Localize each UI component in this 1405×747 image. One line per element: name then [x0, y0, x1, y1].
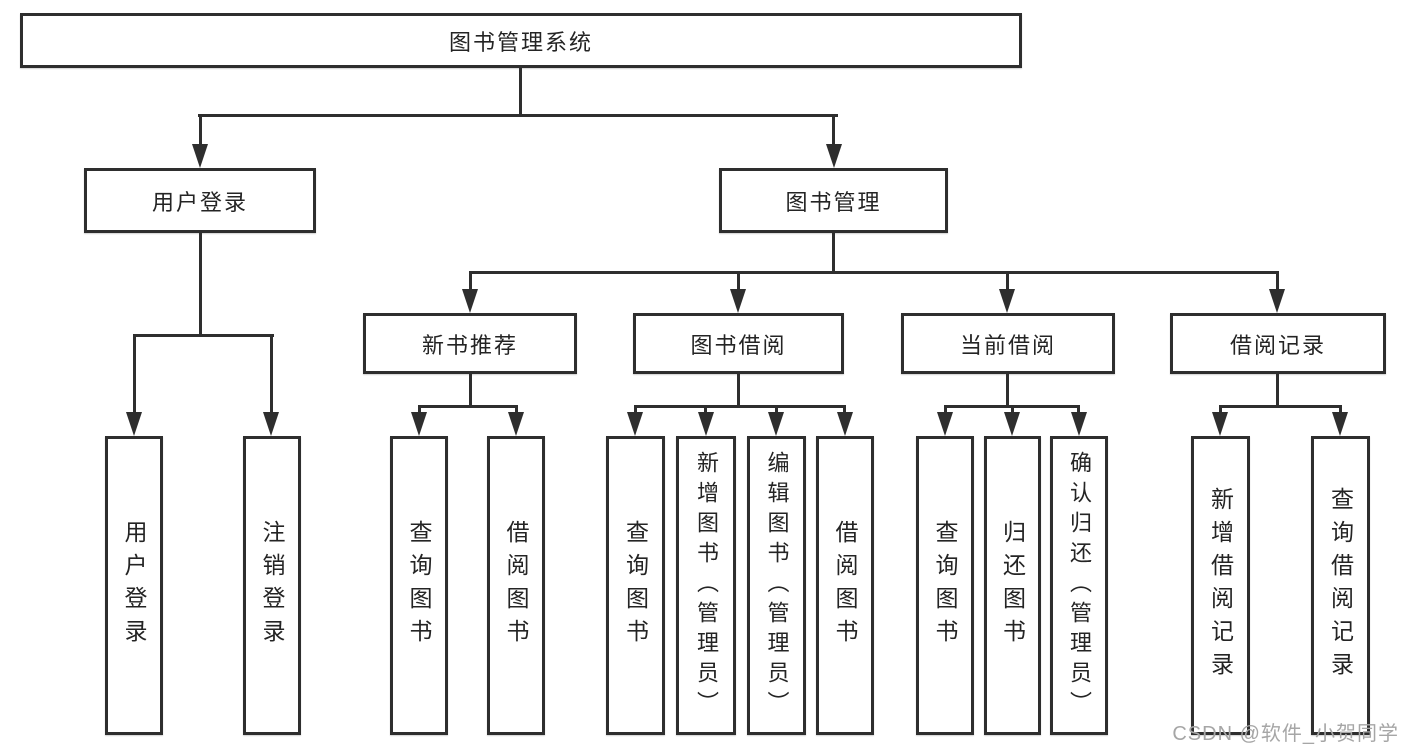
- node-edit-book-admin: 编辑图书（管理员）: [747, 436, 806, 735]
- arrowhead-icon: [1332, 412, 1348, 436]
- connector-drop-logout-leaf: [270, 334, 273, 412]
- arrowhead-icon: [411, 412, 427, 436]
- arrowhead-icon: [627, 412, 643, 436]
- connector-drop: [704, 405, 707, 414]
- connector-drop-book-borrow: [737, 271, 740, 289]
- node-query-books-3: 查询图书: [916, 436, 974, 735]
- arrowhead-icon: [1004, 412, 1020, 436]
- connector-drop: [1011, 405, 1014, 414]
- node-current-borrowing: 当前借阅: [901, 313, 1115, 374]
- node-query-borrow-record: 查询借阅记录: [1311, 436, 1370, 735]
- node-user-login: 用户登录: [84, 168, 316, 233]
- node-library-system: 图书管理系统: [20, 13, 1022, 68]
- arrowhead-icon: [1269, 289, 1285, 313]
- node-confirm-return-admin: 确认归还（管理员）: [1050, 436, 1108, 735]
- arrowhead-icon: [768, 412, 784, 436]
- connector-drop-borrow-record: [1276, 271, 1279, 289]
- connector-borrow-record-hline: [1219, 405, 1341, 408]
- arrowhead-icon: [192, 144, 208, 168]
- arrowhead-icon: [826, 144, 842, 168]
- connector-drop-new-book: [469, 271, 472, 289]
- node-add-borrow-record: 新增借阅记录: [1191, 436, 1250, 735]
- connector-user-login-hline: [133, 334, 274, 337]
- node-user-login-leaf: 用户登录: [105, 436, 163, 735]
- node-borrow-books-2: 借阅图书: [816, 436, 874, 735]
- node-return-books: 归还图书: [984, 436, 1041, 735]
- connector-drop-book-mgmt: [832, 114, 835, 146]
- node-query-books-2: 查询图书: [606, 436, 665, 735]
- connector-new-book-hline: [418, 405, 518, 408]
- connector-drop-user-login-leaf: [133, 334, 136, 412]
- arrowhead-icon: [1212, 412, 1228, 436]
- connector-drop: [515, 405, 518, 414]
- arrowhead-icon: [462, 289, 478, 313]
- connector-drop: [418, 405, 421, 414]
- connector-drop: [944, 405, 947, 414]
- node-book-management: 图书管理: [719, 168, 948, 233]
- node-query-books-1: 查询图书: [390, 436, 448, 735]
- connector-new-book-stem: [469, 374, 472, 407]
- connector-user-login-stem: [199, 233, 202, 335]
- connector-drop: [1219, 405, 1222, 414]
- connector-drop: [775, 405, 778, 414]
- connector-book-borrow-stem: [737, 374, 740, 407]
- connector-drop: [1339, 405, 1342, 414]
- node-borrow-books-1: 借阅图书: [487, 436, 545, 735]
- connector-drop: [1077, 405, 1080, 414]
- node-new-book-recommend: 新书推荐: [363, 313, 577, 374]
- connector-level1-hline: [198, 114, 838, 117]
- connector-book-borrow-hline: [634, 405, 846, 408]
- arrowhead-icon: [730, 289, 746, 313]
- arrowhead-icon: [937, 412, 953, 436]
- watermark: CSDN @软件_小贺同学: [1172, 723, 1399, 745]
- connector-current-borrow-stem: [1006, 374, 1009, 407]
- arrowhead-icon: [126, 412, 142, 436]
- connector-book-mgmt-stem: [832, 233, 835, 273]
- arrowhead-icon: [1071, 412, 1087, 436]
- connector-drop: [843, 405, 846, 414]
- arrowhead-icon: [508, 412, 524, 436]
- arrowhead-icon: [999, 289, 1015, 313]
- node-borrowing-records: 借阅记录: [1170, 313, 1386, 374]
- connector-borrow-record-stem: [1276, 374, 1279, 407]
- connector-root-stem: [519, 68, 522, 115]
- node-book-borrowing: 图书借阅: [633, 313, 844, 374]
- node-logout-leaf: 注销登录: [243, 436, 301, 735]
- connector-drop-user-login: [199, 114, 202, 146]
- arrowhead-icon: [837, 412, 853, 436]
- node-add-book-admin: 新增图书（管理员）: [676, 436, 736, 735]
- connector-drop: [634, 405, 637, 414]
- arrowhead-icon: [263, 412, 279, 436]
- arrowhead-icon: [698, 412, 714, 436]
- connector-drop-current-borrow: [1006, 271, 1009, 289]
- connector-level3-hline: [469, 271, 1279, 274]
